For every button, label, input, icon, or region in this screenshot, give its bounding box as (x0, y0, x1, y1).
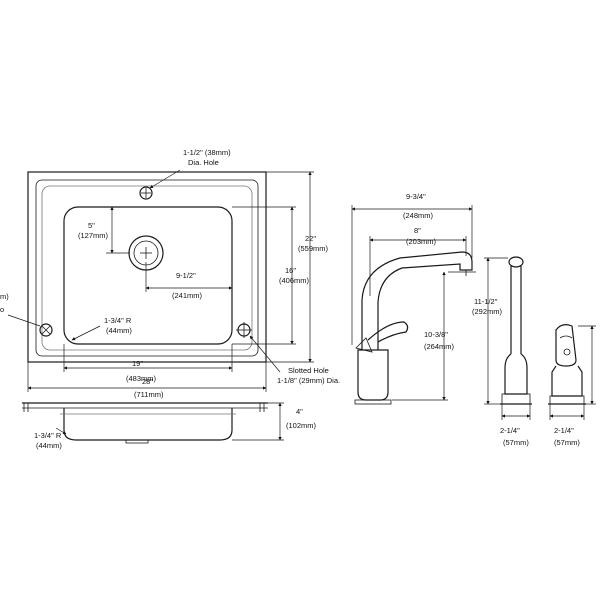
sink-top-view (7, 169, 314, 392)
faucet-hole (139, 186, 153, 200)
bowl-width-mm-label: (483mm) (126, 374, 157, 383)
faucet-height-mm-label: (264mm) (424, 342, 455, 351)
cut-label-2: o (0, 305, 4, 314)
drain-center-mm-label: (241mm) (172, 291, 203, 300)
sink-bowl (63, 206, 233, 345)
overall-depth-mm-label: (559mm) (298, 244, 329, 253)
drain-hole-type-label: Dia. Hole (188, 158, 219, 167)
corner-radius-mm-label: (44mm) (106, 326, 132, 335)
faucet-spout (361, 251, 473, 350)
spout-reach-in-label: 8" (414, 226, 421, 235)
drain-center-in-label: 9-1/2" (176, 271, 196, 280)
dimension-labels: 1-1/2" (38mm) Dia. Hole 5" (127mm) 22" (… (0, 148, 580, 450)
sprayer-height-in-label: 11-1/2" (474, 297, 498, 306)
slotted-hole-size-label: 1-1/8" (29mm) Dia. (277, 376, 340, 385)
faucet-reach-in-label: 9-3/4" (406, 192, 426, 201)
overall-width-mm-label: (711mm) (134, 390, 164, 399)
mounting-hole-left (39, 323, 53, 337)
corner-radius-in-label: 1-3/4" R (104, 316, 132, 325)
side-radius-in-label: 1-3/4" R (34, 431, 62, 440)
sink-side-view (22, 402, 284, 444)
sink-height-in-label: 4" (296, 407, 303, 416)
spout-reach-mm-label: (203mm) (406, 237, 437, 246)
overall-width-in-label: 28" (142, 377, 153, 386)
handle-base-mm-label: (57mm) (554, 438, 580, 447)
bowl-depth-mm-label: (406mm) (279, 276, 310, 285)
bowl-offset-mm-label: (127mm) (78, 231, 109, 240)
sprayer-base-mm-label: (57mm) (503, 438, 529, 447)
cut-label-1: m) (0, 292, 9, 301)
sprayer-side-view (484, 256, 532, 420)
sprayer-height-mm-label: (292mm) (472, 307, 503, 316)
sink-deck (41, 185, 253, 351)
bowl-depth-in-label: 16" (285, 266, 296, 275)
faucet-reach-mm-label: (248mm) (403, 211, 434, 220)
overall-depth-in-label: 22" (305, 234, 316, 243)
sink-outer-rim (27, 171, 267, 363)
side-radius-mm-label: (44mm) (36, 441, 62, 450)
faucet-side-view (351, 205, 476, 405)
sink-height-mm-label: (102mm) (286, 421, 317, 430)
handle-base-in-label: 2-1/4" (554, 426, 574, 435)
bowl-width-in-label: 19" (132, 359, 143, 368)
faucet-handle (367, 321, 409, 343)
sink-inner-rim (35, 179, 259, 357)
sprayer-base-in-label: 2-1/4" (500, 426, 520, 435)
slotted-hole-title-label: Slotted Hole (288, 366, 329, 375)
handle-side-view (548, 324, 596, 420)
bowl-offset-in-label: 5" (88, 221, 95, 230)
sink-bowl-profile (63, 408, 233, 441)
faucet-height-in-label: 10-3/8" (424, 330, 448, 339)
drain-hole-size-label: 1-1/2" (38mm) (183, 148, 231, 157)
